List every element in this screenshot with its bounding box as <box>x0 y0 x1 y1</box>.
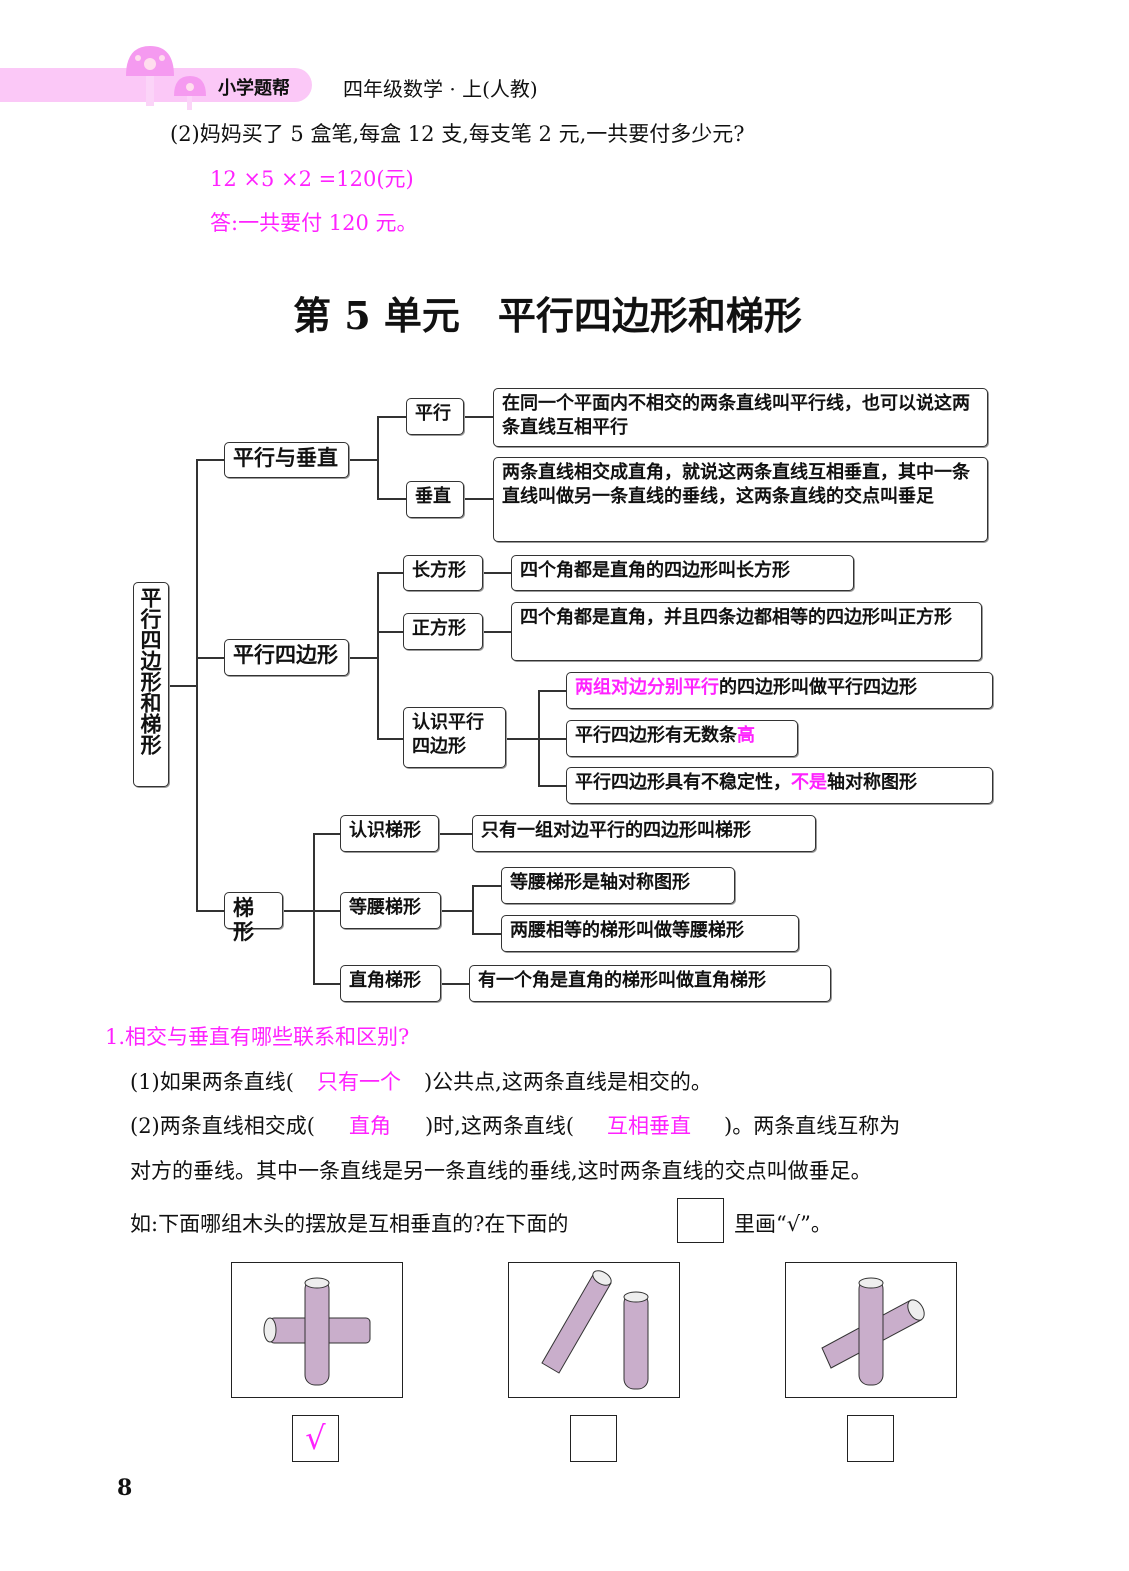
text: (2)两条直线相交成( <box>130 1114 315 1138</box>
text: 平行四边形具有不稳定性， <box>575 772 791 793</box>
def-parallelogram-1: 两组对边分别平行的四边形叫做平行四边形 <box>566 672 993 709</box>
node-parallelogram: 平行四边形 <box>224 639 349 676</box>
crossed-logs-perpendicular <box>263 1277 371 1386</box>
mushroom-icon <box>126 46 206 110</box>
def-right-trapezoid: 有一个角是直角的梯形叫做直角梯形 <box>469 965 831 1002</box>
unit-title: 第 5 单元 平行四边形和梯形 <box>293 293 802 338</box>
mindmap-root: 平行四边形和梯形 <box>133 582 169 787</box>
q1-line2: (2)两条直线相交成( 直角 )时,这两条直线( 互相垂直 )。两条直线互称为 <box>130 1110 900 1140</box>
node-parallel-perpendicular: 平行与垂直 <box>224 442 349 478</box>
text: )。两条直线互称为 <box>724 1114 901 1138</box>
prev-question: (2)妈妈买了 5 盒笔,每盒 12 支,每支笔 2 元,一共要付多少元? <box>170 122 745 146</box>
q1-line3: 对方的垂线。其中一条直线是另一条直线的垂线,这时两条直线的交点叫做垂足。 <box>130 1159 872 1183</box>
text: 的四边形叫做平行四边形 <box>719 677 917 698</box>
prev-formula: 12 ×5 ×2 =120(元) <box>210 167 414 191</box>
highlight: 两组对边分别平行 <box>575 677 719 698</box>
node-parallel: 平行 <box>406 398 464 435</box>
prev-answer: 答:一共要付 120 元。 <box>210 211 418 235</box>
page-number: 8 <box>117 1475 133 1501</box>
node-square: 正方形 <box>403 613 483 650</box>
answer-checkbox-2[interactable] <box>570 1415 617 1462</box>
def-parallelogram-2: 平行四边形有无数条高 <box>566 720 798 757</box>
text: 平行四边形有无数条 <box>575 725 737 746</box>
text: )时,这两条直线( <box>424 1114 575 1138</box>
def-square: 四个角都是直角，并且四条边都相等的四边形叫正方形 <box>511 602 982 661</box>
book-subtitle: 四年级数学 · 上(人教) <box>343 77 538 101</box>
def-parallelogram-3: 平行四边形具有不稳定性，不是轴对称图形 <box>566 767 993 804</box>
wood-picture-3 <box>785 1262 957 1398</box>
def-isosceles-1: 等腰梯形是轴对称图形 <box>501 867 735 904</box>
wood-picture-1 <box>231 1262 403 1398</box>
answer-blank: 互相垂直 <box>607 1114 692 1138</box>
answer-blank: 直角 <box>348 1114 391 1138</box>
separate-logs <box>541 1270 649 1390</box>
q1-title: 1.相交与垂直有哪些联系和区别? <box>105 1025 410 1049</box>
q1-line1: (1)如果两条直线( 只有一个 )公共点,这两条直线是相交的。 <box>130 1066 712 1096</box>
text: )公共点,这两条直线是相交的。 <box>423 1070 712 1094</box>
answer-checkbox-1[interactable]: √ <box>292 1415 339 1462</box>
node-right-trapezoid: 直角梯形 <box>340 965 441 1002</box>
def-rectangle: 四个角都是直角的四边形叫长方形 <box>511 555 854 591</box>
def-perpendicular: 两条直线相交成直角，就说这两条直线互相垂直，其中一条直线叫做另一条直线的垂线，这… <box>493 457 988 542</box>
q1-line4-end: 里画“√”。 <box>734 1212 832 1236</box>
node-trapezoid: 梯形 <box>224 892 283 944</box>
q1-line4: 如:下面哪组木头的摆放是互相垂直的?在下面的 <box>130 1212 569 1236</box>
text: 轴对称图形 <box>827 772 917 793</box>
def-parallel: 在同一个平面内不相交的两条直线叫平行线，也可以说这两条直线互相平行 <box>493 388 988 447</box>
answer-checkbox-3[interactable] <box>847 1415 894 1462</box>
node-isosceles-trapezoid: 等腰梯形 <box>340 892 441 929</box>
node-know-trapezoid: 认识梯形 <box>340 815 439 852</box>
answer-blank: 只有一个 <box>316 1070 401 1094</box>
node-rectangle: 长方形 <box>403 555 483 591</box>
def-trapezoid: 只有一组对边平行的四边形叫梯形 <box>472 815 816 852</box>
example-checkbox <box>677 1198 724 1243</box>
highlight: 高 <box>737 725 755 746</box>
highlight: 不是 <box>791 772 827 793</box>
text: (1)如果两条直线( <box>130 1070 294 1094</box>
node-perpendicular: 垂直 <box>406 481 464 518</box>
brand-label: 小学题帮 <box>218 78 290 99</box>
crossed-logs-oblique <box>821 1277 925 1386</box>
wood-picture-2 <box>508 1262 680 1398</box>
def-isosceles-2: 两腰相等的梯形叫做等腰梯形 <box>501 915 799 952</box>
node-know-parallelogram: 认识平行四边形 <box>403 707 506 768</box>
